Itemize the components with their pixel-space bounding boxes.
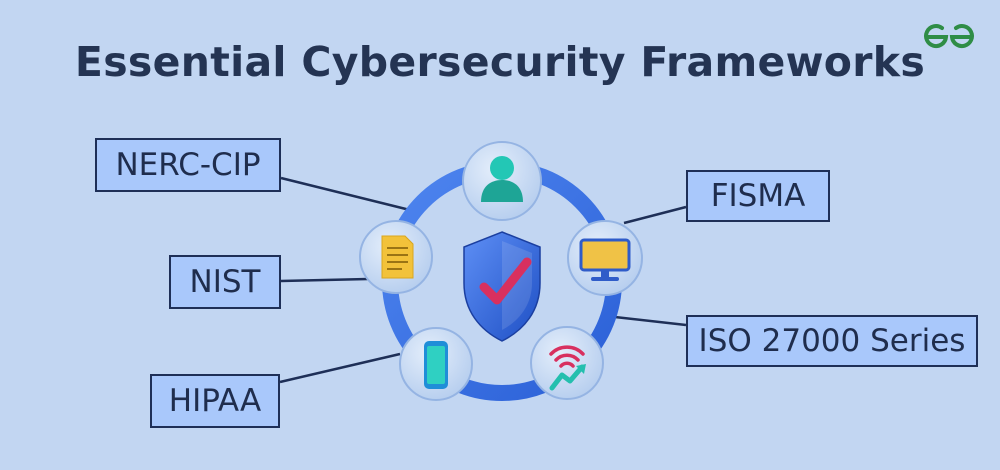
label-hipaa: HIPAA bbox=[150, 374, 280, 428]
node-wifi bbox=[530, 326, 604, 400]
label-iso-27000-series: ISO 27000 Series bbox=[686, 315, 978, 367]
connector-iso bbox=[605, 314, 687, 327]
node-document bbox=[359, 220, 433, 294]
node-smartphone bbox=[399, 327, 473, 401]
shield-check-icon bbox=[463, 231, 541, 342]
connector-nerc-cip bbox=[280, 176, 419, 214]
label-fisma: FISMA bbox=[686, 170, 830, 222]
label-nerc-cip: NERC-CIP bbox=[95, 138, 281, 192]
label-nist: NIST bbox=[169, 255, 281, 309]
user-icon bbox=[481, 156, 523, 202]
document-icon bbox=[381, 235, 414, 279]
page-title: Essential Cybersecurity Frameworks bbox=[74, 38, 926, 86]
monitor-icon bbox=[579, 238, 631, 281]
smartphone-icon bbox=[424, 341, 448, 389]
geeksforgeeks-logo-icon bbox=[924, 24, 974, 48]
connector-fisma bbox=[623, 205, 687, 225]
wifi-signal-icon bbox=[549, 345, 586, 391]
node-monitor bbox=[567, 220, 643, 296]
connector-hipaa bbox=[279, 352, 401, 384]
node-user bbox=[462, 141, 542, 221]
connector-nist bbox=[280, 277, 369, 283]
